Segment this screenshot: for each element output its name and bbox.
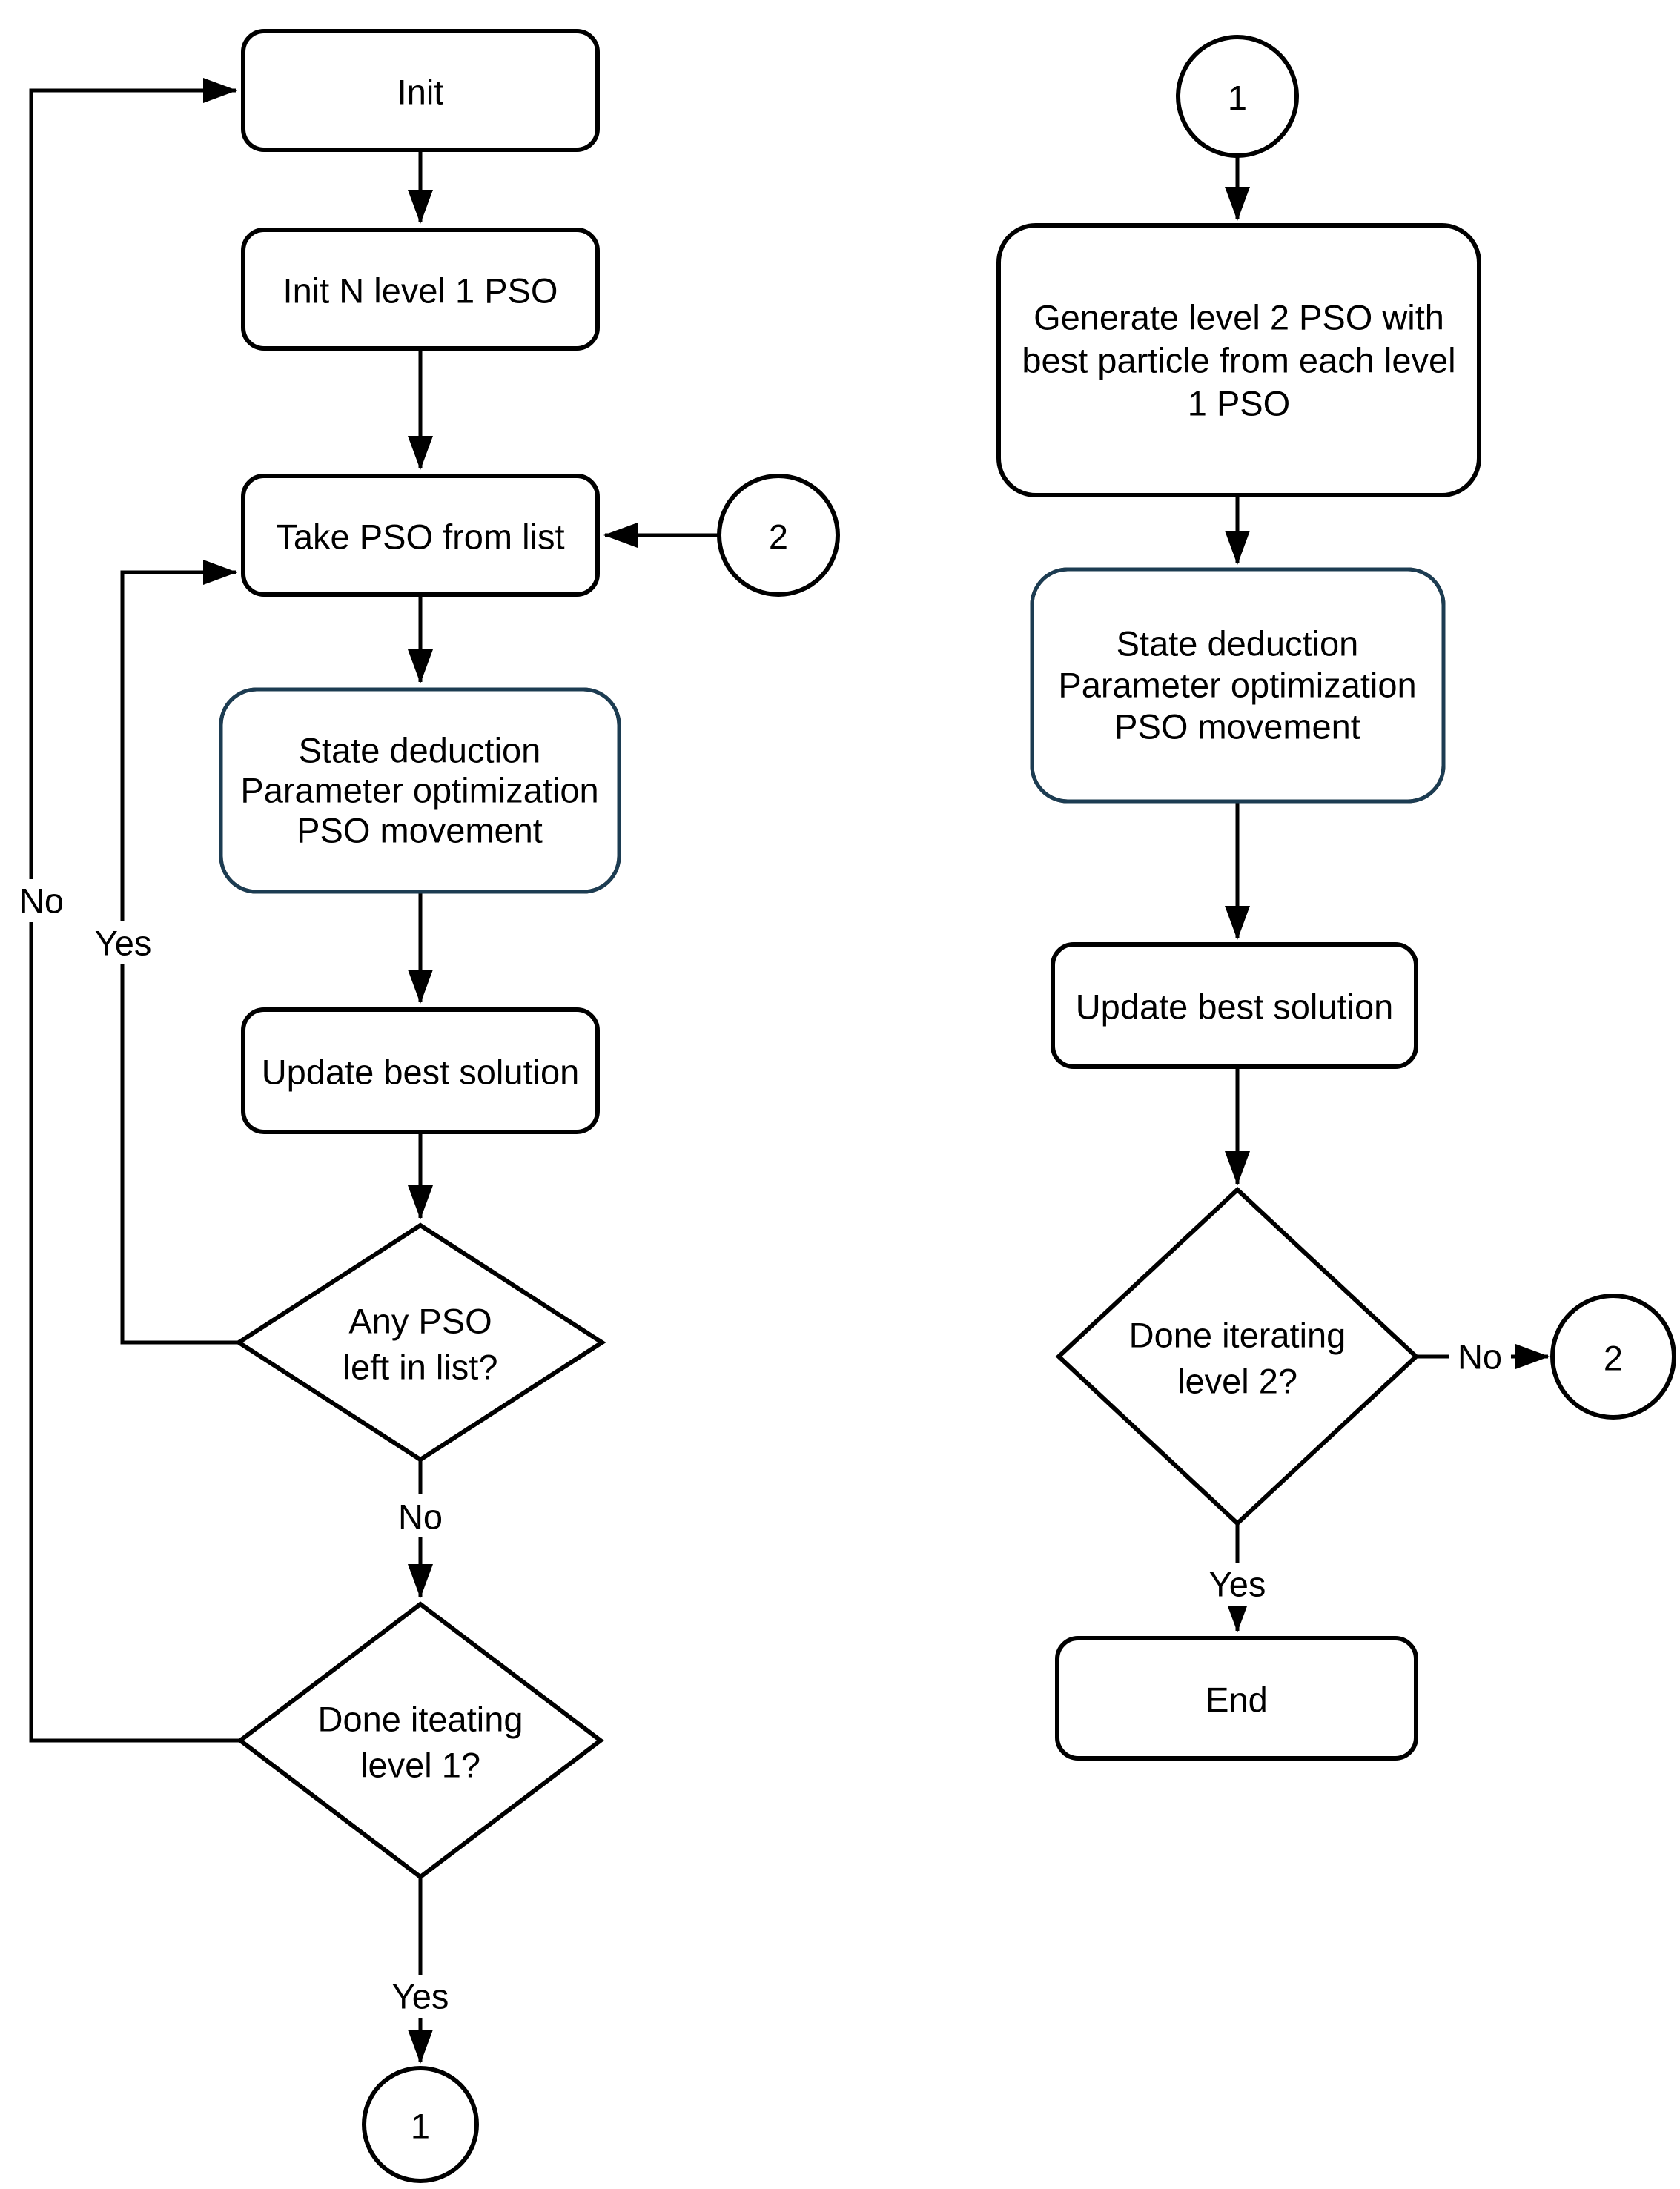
decision-done-iterating-level1: Done iteating level 1? (237, 1601, 604, 1880)
process-right-line-3: PSO movement (1114, 707, 1360, 746)
connector-1-top-label: 1 (1228, 79, 1247, 118)
process-line-1: State deduction (299, 731, 541, 770)
connector-2-right-label: 2 (1604, 1339, 1623, 1378)
node-end-label: End (1206, 1680, 1268, 1720)
edge-label-no-right: No (1458, 1337, 1502, 1377)
process-right-line-1: State deduction (1117, 624, 1359, 663)
edge-label-bg (87, 921, 159, 964)
generate-line-3: 1 PSO (1188, 384, 1290, 423)
connector-1-top-right: 1 (1176, 35, 1299, 158)
decision-done-level2-line-2: level 2? (1177, 1362, 1297, 1401)
node-update-best-solution-left: Update best solution (241, 1007, 600, 1134)
node-generate-level2-pso: Generate level 2 PSO with best particle … (996, 223, 1481, 497)
node-end: End (1055, 1636, 1418, 1761)
generate-line-2: best particle from each level (1022, 341, 1455, 380)
node-take-pso-label: Take PSO from list (276, 517, 564, 557)
edge-label-bg (384, 1975, 457, 2018)
connector-1-bottom: 1 (362, 2066, 479, 2183)
node-take-pso-from-list: Take PSO from list (241, 474, 600, 597)
connector-1-bottom-label: 1 (411, 2107, 430, 2146)
edge-label-yes-down: Yes (392, 1977, 449, 2016)
connector-2-right: 2 (1550, 1294, 1676, 1420)
decision-any-pso-line-1: Any PSO (348, 1302, 492, 1341)
process-right-line-2: Parameter optimization (1058, 666, 1416, 705)
process-box-border (219, 687, 621, 894)
edge-label-no-feedback: No (19, 881, 64, 921)
process-box-border (1030, 567, 1446, 804)
node-init: Init (241, 29, 600, 152)
edge-label-no-down: No (398, 1497, 443, 1537)
edge-label-bg (12, 879, 71, 922)
decision-done-iterating-level2: Done iterating level 2? (1055, 1186, 1420, 1527)
node-state-deduction-right: State deduction Parameter optimization P… (1030, 567, 1446, 804)
node-init-n-level1-pso: Init N level 1 PSO (241, 228, 600, 351)
node-update-label-right: Update best solution (1076, 987, 1394, 1027)
connector-2-left: 2 (717, 474, 840, 597)
process-line-2: Parameter optimization (240, 771, 598, 810)
edge-label-bg (1201, 1563, 1274, 1606)
edge-label-bg (391, 1494, 450, 1537)
decision-done-level1-line-1: Done iteating (318, 1700, 523, 1739)
generate-line-1: Generate level 2 PSO with (1034, 298, 1444, 337)
node-update-best-solution-right: Update best solution (1051, 942, 1418, 1069)
decision-done-level1-line-2: level 1? (360, 1746, 480, 1785)
node-init-n-label: Init N level 1 PSO (283, 271, 558, 311)
decision-done-level2-line-1: Done iterating (1129, 1316, 1346, 1355)
node-init-label: Init (397, 73, 444, 112)
edge-label-bg (1449, 1335, 1511, 1378)
process-line-3: PSO movement (297, 811, 543, 850)
edge-label-yes-right: Yes (1209, 1565, 1266, 1604)
edge-label-yes-feedback: Yes (95, 924, 152, 963)
node-state-deduction-left: State deduction Parameter optimization P… (219, 687, 621, 894)
decision-any-pso-left-in-list: Any PSO left in list? (234, 1222, 606, 1463)
decision-any-pso-line-2: left in list? (343, 1348, 498, 1387)
node-update-label-left: Update best solution (262, 1053, 580, 1092)
connector-2-left-label: 2 (769, 517, 788, 557)
